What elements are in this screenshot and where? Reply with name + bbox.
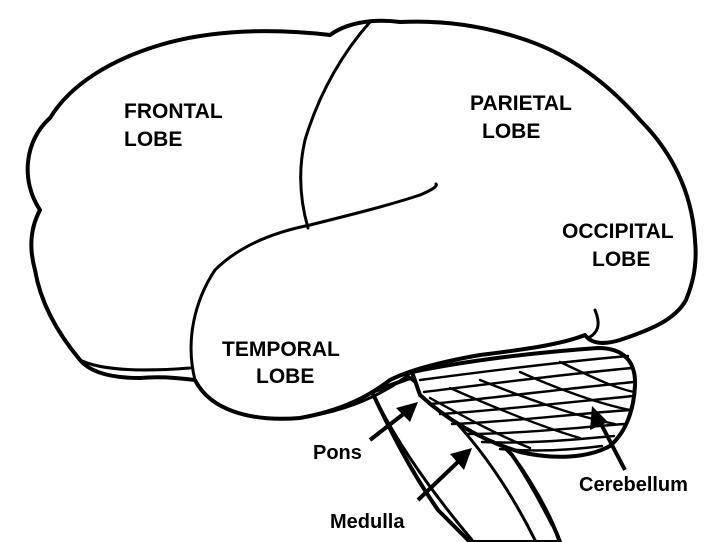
temporal-label-line1: TEMPORAL: [222, 338, 340, 361]
medulla-label: Medulla: [330, 511, 405, 533]
parietal-label-line2: LOBE: [482, 120, 540, 143]
frontal-label-line2: LOBE: [124, 128, 182, 151]
frontal-label-line1: FRONTAL: [124, 100, 223, 123]
occipital-label-line2: LOBE: [592, 248, 650, 271]
cerebellum-label: Cerebellum: [579, 474, 688, 496]
temporal-label-line2: LOBE: [256, 365, 314, 388]
pons-label: Pons: [313, 442, 362, 464]
parietal-label-line1: PARIETAL: [470, 92, 572, 115]
occipital-label-line1: OCCIPITAL: [562, 220, 674, 243]
